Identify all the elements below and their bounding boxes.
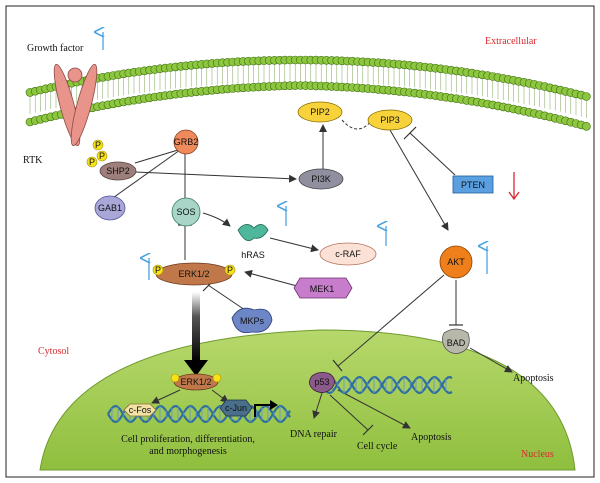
svg-text:GRB2: GRB2 — [174, 137, 199, 147]
node-mkps: MKPs — [231, 307, 273, 334]
svg-text:SHP2: SHP2 — [106, 166, 130, 176]
label-nucleus: Nucleus — [521, 449, 554, 460]
svg-text:P: P — [89, 157, 95, 167]
regulation-arrows — [103, 32, 520, 280]
svg-text:BAD: BAD — [447, 338, 466, 348]
membrane-bead-inner — [582, 122, 591, 131]
svg-text:PTEN: PTEN — [461, 180, 485, 190]
membrane-bead-outer — [582, 92, 591, 101]
transcription-start-icon — [254, 404, 272, 417]
node-akt: AKT — [439, 245, 473, 279]
node-shp2: SHP2 — [99, 161, 137, 181]
label-proliferation-line1: Cell proliferation, differentiation, — [121, 434, 255, 445]
svg-text:c-RAF: c-RAF — [335, 249, 361, 259]
svg-text:p53: p53 — [314, 377, 329, 387]
svg-text:AKT: AKT — [447, 257, 465, 267]
label-cell-cycle: Cell cycle — [357, 441, 398, 452]
node-grb2: GRB2 — [173, 129, 199, 155]
svg-text:ERK1/2: ERK1/2 — [178, 269, 209, 279]
svg-text:GAB1: GAB1 — [98, 203, 122, 213]
rtk-receptor — [53, 63, 98, 147]
node-erk-cytosol: ERK1/2 P P — [152, 262, 236, 286]
cell-membrane — [25, 55, 591, 131]
svg-text:PIP2: PIP2 — [310, 107, 330, 117]
svg-text:c-Jun: c-Jun — [225, 403, 247, 413]
node-cfos: c-Fos — [123, 403, 157, 417]
node-p53: p53 — [309, 372, 335, 393]
erk-translocation-arrow — [184, 292, 208, 376]
transcription-arrowhead-icon — [270, 400, 278, 410]
node-cjun: c-Jun — [219, 399, 253, 417]
node-craf: c-RAF — [319, 242, 377, 266]
svg-text:PIP3: PIP3 — [380, 115, 400, 125]
rtk-phospho-sites: P P P — [86, 139, 108, 168]
label-dna-repair: DNA repair — [290, 429, 338, 440]
svg-text:P: P — [227, 265, 233, 275]
node-pip2: PIP2 — [297, 101, 343, 123]
svg-text:P: P — [99, 151, 105, 161]
figure-frame — [5, 5, 595, 478]
nucleus-shape — [39, 329, 576, 471]
label-apoptosis-cytosol: Apoptosis — [513, 373, 554, 384]
label-extracellular: Extracellular — [485, 36, 537, 47]
node-hras: hRAS — [237, 224, 269, 260]
node-gab1: GAB1 — [94, 195, 126, 221]
label-rtk: RTK — [23, 155, 43, 166]
label-proliferation-line2: and morphogenesis — [149, 446, 227, 457]
svg-text:PI3K: PI3K — [311, 174, 331, 184]
svg-text:MEK1: MEK1 — [310, 284, 335, 294]
node-pten: PTEN — [452, 175, 494, 194]
svg-text:P: P — [95, 140, 101, 150]
node-erk-nucleus: ERK1/2 — [170, 373, 222, 391]
svg-text:hRAS: hRAS — [241, 250, 265, 260]
node-sos: SOS — [171, 197, 201, 227]
svg-text:c-Fos: c-Fos — [129, 405, 152, 415]
svg-text:P: P — [155, 265, 161, 275]
svg-text:SOS: SOS — [176, 207, 195, 217]
label-growth-factor: Growth factor — [27, 43, 84, 54]
label-apoptosis-nucleus: Apoptosis — [411, 432, 452, 443]
svg-text:MKPs: MKPs — [240, 316, 265, 326]
node-bad: BAD — [442, 328, 470, 354]
node-pi3k: PI3K — [298, 168, 344, 190]
node-mek1: MEK1 — [293, 277, 353, 299]
svg-text:ERK1/2: ERK1/2 — [180, 377, 211, 387]
label-cytosol: Cytosol — [38, 346, 69, 357]
node-pip3: PIP3 — [367, 109, 413, 131]
